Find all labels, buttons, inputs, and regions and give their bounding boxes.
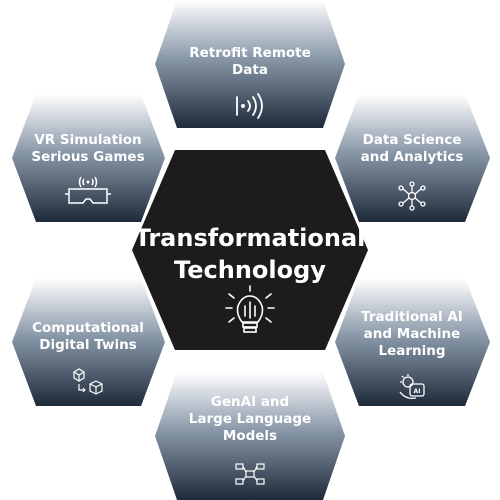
- node-label-line: Traditional AI: [361, 309, 463, 325]
- hexagon-center: [132, 150, 368, 350]
- lightbulb-circuit-icon: [225, 285, 275, 333]
- node-label-digital-twins: Computational Digital Twins: [32, 320, 144, 354]
- node-label-genai: GenAI and Large Language Models: [189, 394, 311, 445]
- flowchart-icon: [235, 463, 265, 485]
- hexagon-traditional-ai: [335, 278, 490, 406]
- hexagon-data-science: [335, 94, 490, 222]
- node-label-line: Computational: [32, 320, 144, 336]
- vr-headset-icon: [65, 176, 111, 204]
- node-label-data-science: Data Science and Analytics: [361, 132, 464, 166]
- node-label-line: Retrofit Remote: [189, 45, 311, 61]
- hexagon-digital-twins: [12, 278, 165, 406]
- center-title-line2: Technology: [174, 256, 326, 285]
- cubes-icon: [73, 368, 103, 395]
- node-label-retrofit-remote-data: Retrofit Remote Data: [189, 45, 311, 79]
- node-label-line: and Machine: [363, 325, 461, 342]
- wireless-signal-icon: [236, 93, 263, 119]
- node-label-vr-simulation: VR Simulation Serious Games: [31, 132, 144, 166]
- hexagon-vr-simulation: [12, 94, 165, 222]
- node-label-line: Data: [232, 61, 268, 78]
- node-label-line: Models: [222, 427, 278, 444]
- node-label-line: Learning: [378, 342, 446, 359]
- node-label-line: Large Language: [188, 410, 312, 427]
- node-label-line: VR Simulation: [34, 132, 142, 148]
- network-nodes-icon: [398, 181, 426, 211]
- node-label-traditional-ai: Traditional AI and Machine Learning: [361, 309, 463, 360]
- node-label-line: Data Science: [362, 132, 462, 148]
- hexagon-genai: [155, 372, 345, 500]
- node-label-line: Digital Twins: [39, 336, 137, 353]
- node-label-line: Serious Games: [31, 148, 145, 165]
- svg-text:AI: AI: [414, 388, 421, 395]
- node-label-line: and Analytics: [360, 148, 464, 165]
- center-title-line1: Transformational: [134, 224, 366, 252]
- ai-chip-icon: AI: [399, 374, 425, 400]
- center-title: Transformational Technology: [135, 222, 366, 287]
- node-label-line: GenAI and: [210, 394, 290, 410]
- hexagon-retrofit-remote-data: [155, 0, 345, 128]
